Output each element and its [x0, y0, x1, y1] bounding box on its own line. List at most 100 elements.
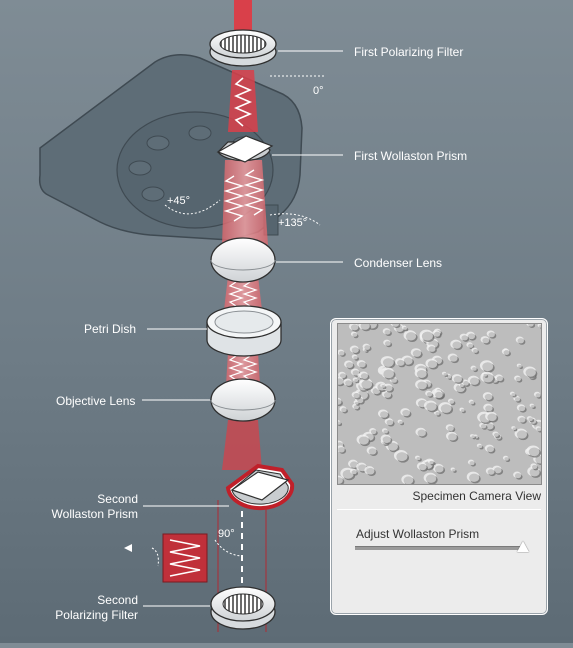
cell	[514, 397, 521, 402]
cell	[483, 373, 487, 377]
cell	[399, 420, 403, 424]
panel-divider	[337, 509, 541, 510]
cell	[379, 411, 389, 418]
angle-0: 0°	[313, 85, 324, 97]
cell	[338, 350, 345, 356]
cell	[528, 417, 533, 422]
cell	[364, 345, 371, 350]
cell	[339, 373, 346, 379]
cell	[536, 427, 541, 432]
cell	[351, 470, 357, 475]
leader-lines	[142, 50, 343, 607]
cell	[434, 465, 444, 473]
cell	[383, 369, 394, 379]
cell	[435, 391, 443, 398]
cell	[517, 338, 524, 344]
condenser-lens	[210, 237, 276, 283]
cell	[460, 408, 465, 412]
first-polarizing-filter	[209, 29, 277, 67]
label-line: Second	[97, 593, 138, 607]
cell	[358, 361, 366, 368]
cell	[467, 333, 476, 340]
specimen-texture	[338, 324, 541, 484]
cell	[417, 429, 426, 437]
light-beam	[217, 0, 268, 632]
cell	[429, 460, 434, 465]
cell	[449, 355, 458, 362]
cell	[403, 326, 407, 330]
label-line: Second	[97, 492, 138, 506]
cell	[527, 324, 534, 327]
slider-thumb[interactable]	[517, 541, 530, 552]
label-condenser-lens: Condenser Lens	[354, 256, 443, 270]
cell	[484, 393, 493, 401]
cell	[469, 473, 480, 482]
cell	[426, 392, 433, 397]
specimen-image	[337, 323, 542, 485]
adjust-wollaston-prism-label: Adjust Wollaston Prism	[356, 527, 480, 541]
cell	[341, 407, 347, 413]
second-wollaston-prism[interactable]	[225, 463, 295, 511]
label-second-wollaston-prism: Second Wollaston Prism	[42, 492, 138, 522]
cell	[338, 477, 343, 484]
cell	[461, 335, 468, 341]
cell	[361, 380, 373, 389]
petri-dish	[206, 305, 282, 357]
cell	[416, 456, 421, 461]
cell	[417, 381, 427, 390]
cell	[370, 429, 377, 435]
cell	[447, 425, 454, 431]
cell	[366, 467, 375, 475]
cell	[358, 436, 369, 445]
wave-indicator-icon	[124, 533, 208, 583]
cell	[514, 473, 522, 479]
cell	[471, 435, 475, 439]
cell	[355, 401, 359, 405]
cell	[383, 391, 392, 398]
cell	[518, 405, 526, 412]
cell	[482, 362, 494, 372]
cell	[528, 447, 540, 457]
cell	[452, 468, 456, 472]
cell	[405, 332, 417, 341]
label-second-polarizing-filter: Second Polarizing Filter	[42, 593, 138, 623]
second-polarizing-filter	[210, 586, 276, 630]
cell	[353, 393, 360, 399]
cell	[352, 370, 360, 376]
cell	[516, 430, 527, 439]
cell	[396, 452, 408, 462]
cell	[418, 463, 427, 471]
cell	[338, 378, 344, 385]
label-first-polarizing-filter: First Polarizing Filter	[354, 45, 464, 59]
cell	[512, 427, 516, 431]
cell	[468, 343, 474, 348]
cell	[503, 350, 510, 355]
label-line: Polarizing Filter	[55, 608, 138, 622]
cell	[425, 474, 437, 483]
cell	[338, 399, 342, 405]
cell	[478, 444, 483, 449]
cell	[486, 446, 494, 453]
cell	[403, 476, 414, 484]
cell	[353, 405, 359, 410]
cell	[338, 447, 345, 453]
cell	[485, 423, 494, 430]
label-objective-lens: Objective Lens	[56, 394, 136, 408]
cell	[403, 357, 413, 365]
cell	[511, 393, 516, 397]
cell	[472, 367, 477, 371]
cell	[504, 457, 509, 461]
angle-plus135: +135°	[278, 217, 308, 229]
cell	[469, 461, 475, 466]
wollaston-prism-slider[interactable]	[355, 541, 530, 552]
cell	[421, 331, 433, 341]
angle-markers	[151, 75, 325, 567]
first-wollaston-prism	[216, 135, 274, 163]
cell	[428, 346, 436, 352]
cell	[453, 375, 462, 383]
cell	[382, 436, 391, 443]
cell	[368, 448, 377, 455]
cell	[529, 468, 540, 477]
cell	[496, 376, 503, 382]
